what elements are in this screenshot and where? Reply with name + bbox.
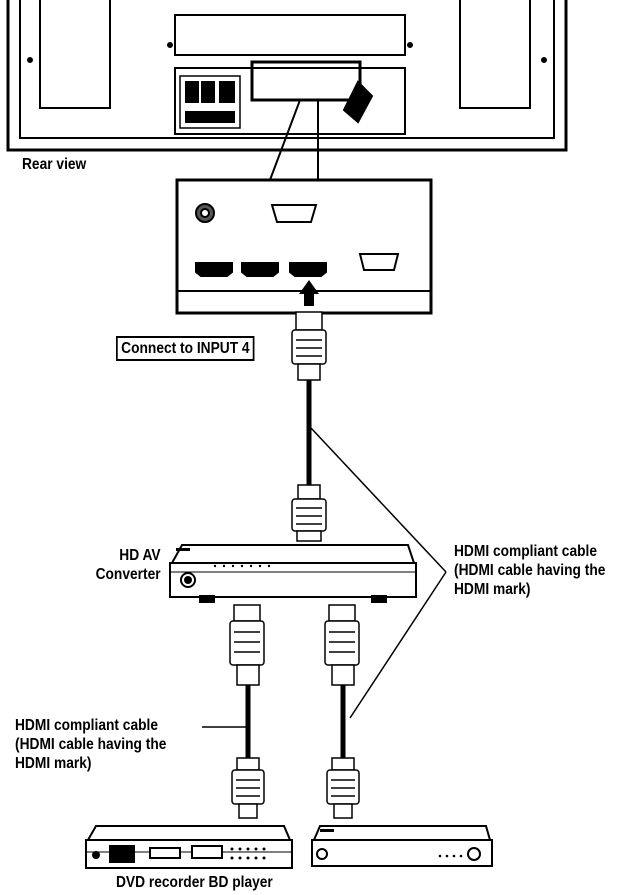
hdmi-cable-left-line1: HDMI compliant cable (15, 717, 158, 734)
zoom-callout-lines (269, 99, 319, 181)
hdmi-plug-converter-out-left-icon (229, 604, 265, 686)
hd-av-converter-label-line1: HD AV (119, 547, 161, 564)
hdmi-cable-left-line3: HDMI mark) (15, 755, 92, 772)
hd-av-converter-label: HD AV Converter (96, 546, 161, 584)
display-rear-panel (6, 0, 568, 152)
hdmi-cable-right-label: HDMI compliant cable (HDMI cable having … (454, 542, 605, 599)
hdmi-plugs (229, 311, 360, 819)
hd-av-converter-device (169, 544, 417, 603)
connect-input-label: Connect to INPUT 4 (116, 336, 255, 361)
serial-port-icon (270, 204, 318, 223)
bottom-devices-label: DVD recorder BD player (116, 874, 273, 891)
dvd-recorder-device (85, 825, 293, 869)
vga-port-icon (358, 253, 400, 271)
hdmi-cable-left-line2: (HDMI cable having the (15, 736, 167, 753)
hdmi-cable-right-line1: HDMI compliant cable (454, 543, 597, 560)
hdmi-plug-dvd-icon (231, 757, 265, 819)
hdmi-plug-converter-out-right-icon (324, 604, 360, 686)
cable-leader-lines (202, 427, 447, 728)
hdmi-plug-bd-icon (326, 757, 360, 819)
hdmi-plug-converter-in-icon (291, 484, 327, 542)
rear-view-label: Rear view (22, 156, 87, 173)
hdmi-port-2-icon (241, 262, 279, 277)
bd-player-device (311, 825, 493, 867)
hdmi-cables (245, 380, 346, 760)
insert-arrow-icon (299, 280, 319, 306)
hdmi-plug-display-icon (291, 311, 327, 381)
hdmi-cable-right-line2: (HDMI cable having the (454, 562, 606, 579)
hd-av-converter-label-line2: Converter (96, 566, 161, 583)
hdmi-cable-right-line3: HDMI mark) (454, 581, 531, 598)
hdmi-port-1-icon (195, 262, 233, 277)
hdmi-port-input4-icon (289, 262, 327, 277)
hdmi-cable-left-label: HDMI compliant cable (HDMI cable having … (15, 716, 166, 773)
